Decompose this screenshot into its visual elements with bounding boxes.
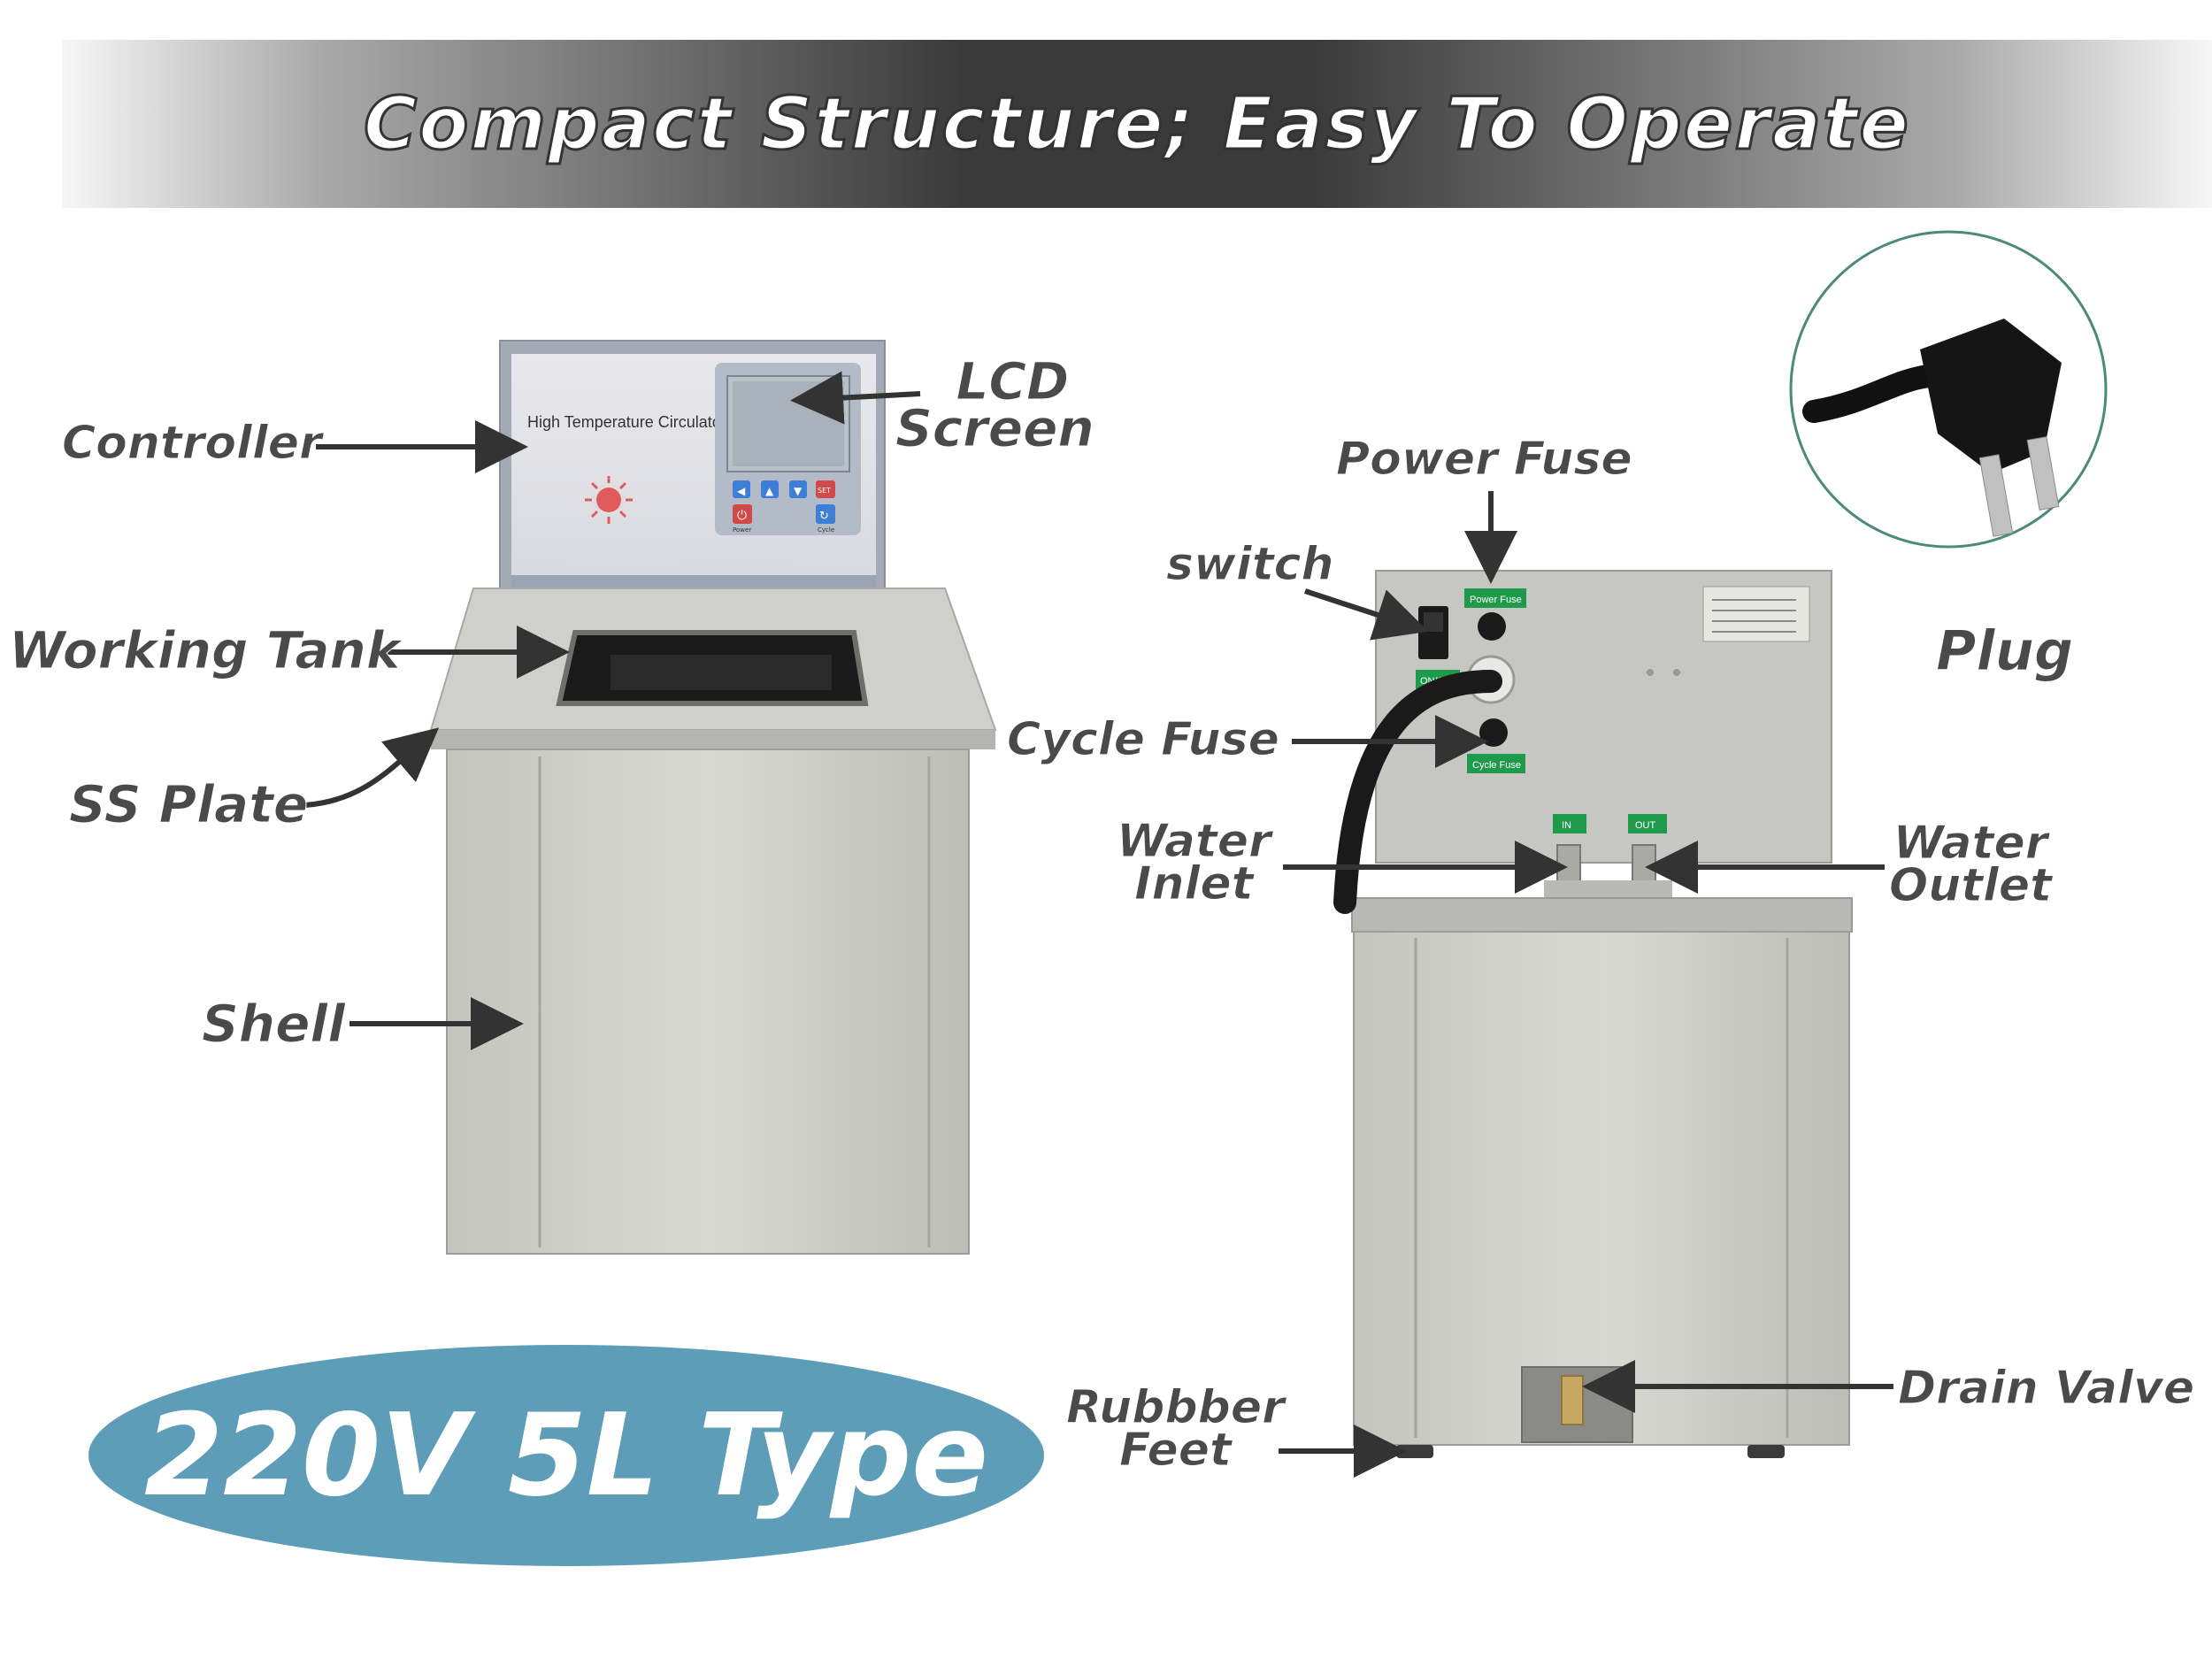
out-tag-bg <box>1628 814 1667 833</box>
power-switch-rocker <box>1424 612 1443 632</box>
rear-shell <box>1353 931 1850 1446</box>
left-arrow-button[interactable] <box>733 480 750 498</box>
down-arrow-button[interactable] <box>789 480 807 498</box>
shell-label: Shell <box>201 994 346 1054</box>
up-arrow-button[interactable] <box>761 480 779 498</box>
set-glyph: SET <box>818 487 831 495</box>
callout-arrows <box>304 371 1893 1478</box>
power-cord <box>1333 670 1502 914</box>
power-button[interactable] <box>733 504 752 524</box>
power-caption: Power <box>733 526 751 534</box>
header-banner: Compact Structure; Easy To Operate <box>62 40 2212 208</box>
drain-valve-label: Drain Valve <box>1897 1362 2195 1415</box>
in-tag-bg <box>1553 814 1586 833</box>
rating-label <box>1702 586 1810 642</box>
working-tank-inner <box>611 655 832 690</box>
capacity-badge-text: 220V 5L Type <box>144 1389 988 1522</box>
plug-pin <box>1978 454 2014 537</box>
heat-warning-icon <box>585 476 633 524</box>
panel-brand-text: High Temperature Circulator <box>527 413 726 431</box>
cycle-fuse-label: Cycle Fuse <box>1007 713 1280 766</box>
left-arrow-glyph: ◀ <box>737 485 746 497</box>
rear-top-plate <box>1351 897 1853 933</box>
plug-illustration <box>1789 230 2108 549</box>
set-button[interactable] <box>816 480 835 498</box>
cycle-icon: ↻ <box>819 510 829 523</box>
shell <box>446 749 970 1255</box>
water-outlet-line1: Water <box>1893 817 2048 870</box>
down-arrow-glyph: ▼ <box>794 485 803 497</box>
drain-valve[interactable] <box>1561 1375 1584 1425</box>
switch-arrow <box>1304 588 1429 641</box>
switch-label: switch <box>1166 538 1335 591</box>
capacity-badge: 220V 5L Type <box>88 1345 1044 1566</box>
up-arrow-glyph: ▲ <box>765 485 774 497</box>
power-fuse-label: Power Fuse <box>1336 433 1633 486</box>
in-tag: IN <box>1562 820 1571 831</box>
banner-title: Compact Structure; Easy To Operate <box>363 81 1910 168</box>
lcd-screen-label-line1: LCD <box>956 351 1070 411</box>
out-tag: OUT <box>1635 820 1656 831</box>
plug-body <box>1920 319 2062 473</box>
water-inlet-line2: Inlet <box>1134 856 1254 910</box>
ss-plate-label: SS Plate <box>68 774 309 834</box>
lcd-screen-label: LCD Screen <box>895 351 1095 459</box>
controller-label: Controller <box>62 417 323 470</box>
cycle-caption: Cycle <box>818 526 834 534</box>
power-fuse-tag-bg <box>1464 588 1526 608</box>
cycle-fuse-cap[interactable] <box>1479 718 1508 747</box>
water-outlet-label: Water Outlet <box>1888 817 2053 912</box>
lcd-screen-glass <box>733 381 844 466</box>
rubber-feet-label: Rubbber Feet <box>1066 1381 1286 1477</box>
water-inlet-label: Water Inlet <box>1117 815 1272 910</box>
ss-plate-arrow <box>304 727 440 808</box>
cycle-button[interactable] <box>816 504 835 524</box>
power-fuse-cap[interactable] <box>1478 612 1506 641</box>
water-inlet-line1: Water <box>1117 815 1272 868</box>
keypad[interactable]: ◀ ▲ ▼ SET ⏻ Power ↻ Cycle <box>733 480 835 534</box>
power-fuse-tag: Power Fuse <box>1470 595 1522 605</box>
lcd-screen-arrow <box>790 371 921 425</box>
plug-pin <box>2026 436 2060 511</box>
rubber-feet-line2: Feet <box>1118 1423 1232 1477</box>
back-unit: ON/OFF Power Fuse Cycle Fuse IN OUT <box>1333 570 1853 1458</box>
front-unit: High Temperature Circulator ◀ <box>429 340 997 1255</box>
ss-plate-edge <box>431 730 995 749</box>
power-icon: ⏻ <box>737 509 747 523</box>
rubber-feet-line1: Rubbber <box>1066 1381 1286 1434</box>
cycle-fuse-tag: Cycle Fuse <box>1472 760 1521 771</box>
rubber-foot <box>1396 1445 1433 1458</box>
rear-screw <box>1647 669 1654 676</box>
rubber-foot <box>1747 1445 1785 1458</box>
lcd-screen-label-line2: Screen <box>895 398 1095 459</box>
water-outlet-line2: Outlet <box>1888 858 2053 912</box>
plug-cable <box>1802 365 1940 423</box>
working-tank-label: Working Tank <box>8 620 401 680</box>
plug-label: Plug <box>1935 618 2074 683</box>
rear-screw <box>1673 669 1680 676</box>
